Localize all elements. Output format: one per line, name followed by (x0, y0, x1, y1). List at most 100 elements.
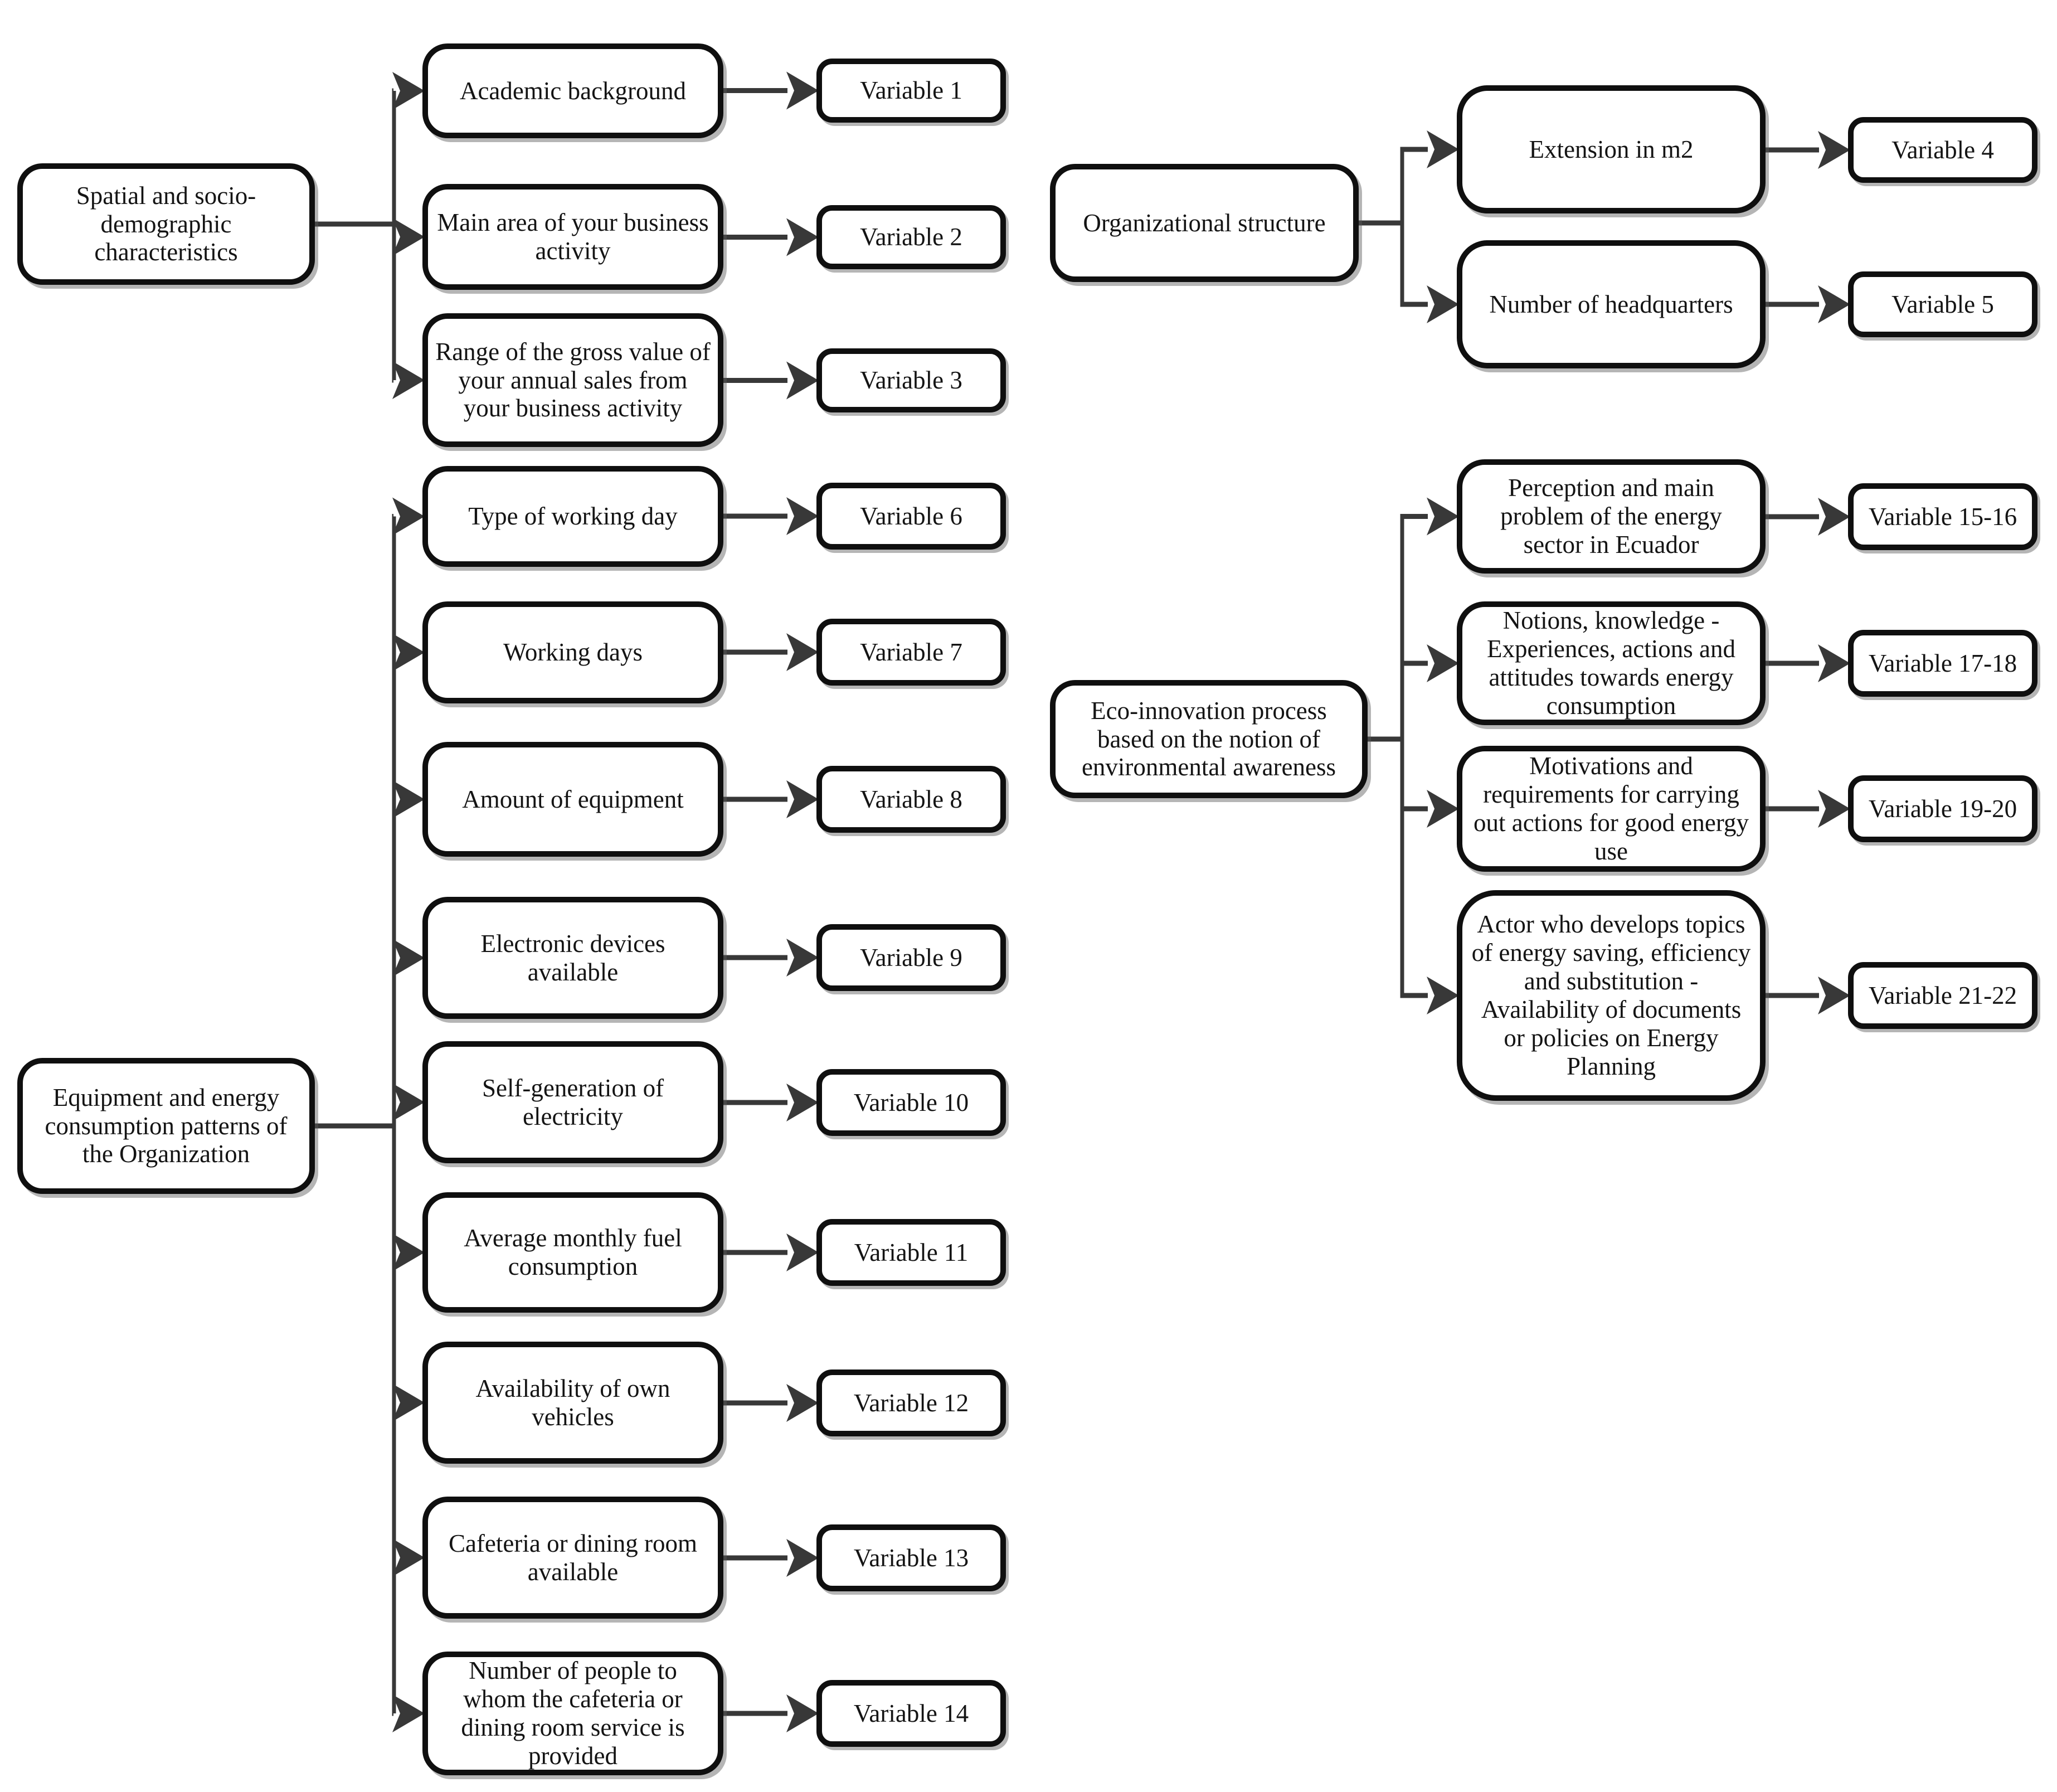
arrowhead-icon (786, 361, 819, 400)
subcategory-box-label: Number of people to whom the cafeteria o… (461, 1657, 685, 1770)
subcategory-box-label: Availability of own vehicles (475, 1374, 670, 1431)
variable-box-variable-9: Variable 9 (816, 924, 1006, 991)
variable-box-variable-8: Variable 8 (816, 766, 1006, 833)
arrowhead-icon (786, 1084, 819, 1121)
variable-box-variable-12: Variable 12 (816, 1370, 1006, 1436)
category-box-label: Eco-innovation process based on the noti… (1081, 696, 1336, 781)
subcategory-box-number-of-people-to: Number of people to whom the cafeteria o… (422, 1652, 723, 1775)
subcategory-box-electronic-devices-available: Electronic devices available (422, 897, 723, 1019)
variable-box-variable-6: Variable 6 (816, 483, 1006, 550)
category-box-label: Organizational structure (1083, 208, 1326, 237)
arrowhead-icon (392, 939, 425, 977)
arrowhead-icon (392, 1538, 425, 1577)
subcategory-box-label: Type of working day (468, 502, 678, 531)
variable-box-label: Variable 4 (1891, 135, 1994, 164)
subcategory-box-type-of-working-day: Type of working day (422, 466, 723, 567)
arrowhead-icon (1818, 285, 1850, 323)
variable-box-label: Variable 11 (854, 1238, 969, 1266)
subcategory-box-label: Perception and main problem of the energ… (1500, 474, 1722, 559)
variable-box-label: Variable 8 (860, 785, 962, 813)
variable-box-variable-17-18: Variable 17-18 (1848, 630, 2037, 697)
variable-box-variable-4: Variable 4 (1848, 117, 2037, 183)
arrowhead-icon (786, 633, 819, 671)
arrowhead-icon (392, 1383, 425, 1422)
subcategory-box-cafeteria-or-dining-room: Cafeteria or dining room available (422, 1497, 723, 1619)
subcategory-box-academic-background: Academic background (422, 43, 723, 138)
subcategory-box-main-area-of-your: Main area of your business activity (422, 184, 723, 290)
subcategory-box-label: Actor who develops topics of energy savi… (1471, 910, 1751, 1080)
variable-box-label: Variable 13 (853, 1543, 969, 1572)
variable-box-variable-10: Variable 10 (816, 1069, 1006, 1136)
arrowhead-icon (392, 1694, 425, 1732)
arrowhead-icon (392, 497, 425, 536)
subcategory-box-label: Range of the gross value of your annual … (435, 337, 711, 422)
subcategory-box-actor-who-develops-topics: Actor who develops topics of energy savi… (1457, 890, 1766, 1101)
subcategory-box-label: Electronic devices available (480, 929, 665, 986)
arrowhead-icon (1427, 977, 1459, 1014)
variable-box-label: Variable 5 (1891, 290, 1994, 318)
arrowhead-icon (1818, 644, 1850, 682)
subcategory-box-range-of-the-gross: Range of the gross value of your annual … (422, 313, 723, 447)
arrowhead-icon (392, 361, 425, 399)
variable-box-label: Variable 2 (860, 223, 962, 251)
arrowhead-icon (1818, 977, 1850, 1014)
subcategory-box-working-days: Working days (422, 601, 723, 703)
subcategory-box-label: Academic background (459, 76, 687, 105)
subcategory-box-label: Notions, knowledge - Experiences, action… (1486, 606, 1736, 720)
variable-box-variable-11: Variable 11 (816, 1219, 1006, 1286)
variable-box-variable-1: Variable 1 (816, 59, 1006, 123)
variable-box-label: Variable 7 (860, 638, 962, 666)
subcategory-box-amount-of-equipment: Amount of equipment (422, 742, 723, 857)
arrowhead-icon (786, 939, 819, 977)
variable-box-label: Variable 6 (860, 502, 962, 530)
arrowhead-icon (392, 633, 425, 672)
subcategory-box-label: Working days (503, 638, 643, 667)
variable-box-variable-21-22: Variable 21-22 (1848, 962, 2037, 1029)
arrowhead-icon (392, 218, 425, 256)
variable-box-variable-14: Variable 14 (816, 1680, 1006, 1747)
arrowhead-icon (392, 72, 425, 110)
subcategory-box-average-monthly-fuel-consumption: Average monthly fuel consumption (422, 1192, 723, 1313)
variable-box-variable-7: Variable 7 (816, 619, 1006, 686)
variable-box-variable-19-20: Variable 19-20 (1848, 775, 2037, 842)
arrowhead-icon (1427, 285, 1459, 323)
arrowhead-icon (1818, 131, 1850, 169)
arrowhead-icon (1427, 790, 1459, 828)
variable-box-label: Variable 10 (853, 1088, 969, 1116)
subcategory-box-notions-knowledge-experiences-actions: Notions, knowledge - Experiences, action… (1457, 601, 1766, 725)
subcategory-box-motivations-and-requirements-for: Motivations and requirements for carryin… (1457, 746, 1766, 872)
arrowhead-icon (392, 1233, 425, 1271)
category-box-label: Spatial and socio-demographic characteri… (76, 181, 256, 266)
category-box-organizational-structure: Organizational structure (1050, 164, 1359, 282)
arrowhead-icon (786, 497, 819, 535)
variable-box-label: Variable 9 (860, 943, 962, 972)
variable-box-label: Variable 12 (853, 1388, 969, 1417)
variable-box-variable-15-16: Variable 15-16 (1848, 483, 2037, 550)
category-box-label: Equipment and energy consumption pattern… (45, 1083, 288, 1168)
category-box-equipment-and-energy-consumption: Equipment and energy consumption pattern… (17, 1058, 315, 1194)
subcategory-box-label: Main area of your business activity (437, 208, 709, 265)
subcategory-box-availability-of-own-vehicles: Availability of own vehicles (422, 1342, 723, 1464)
arrowhead-icon (1818, 498, 1850, 536)
subcategory-box-number-of-headquarters: Number of headquarters (1457, 240, 1766, 368)
subcategory-box-self-generation-of-electricity: Self-generation of electricity (422, 1041, 723, 1163)
arrowhead-icon (786, 780, 819, 818)
arrowhead-icon (786, 1694, 819, 1732)
variable-box-label: Variable 21-22 (1868, 981, 2017, 1009)
variable-box-variable-5: Variable 5 (1848, 271, 2037, 337)
arrowhead-icon (1427, 497, 1459, 536)
arrowhead-icon (786, 71, 819, 110)
variable-box-label: Variable 17-18 (1868, 649, 2017, 677)
arrowhead-icon (392, 780, 425, 818)
subcategory-box-label: Extension in m2 (1529, 135, 1694, 163)
variable-box-label: Variable 1 (860, 76, 962, 105)
variable-box-label: Variable 15-16 (1868, 502, 2017, 531)
subcategory-box-label: Self-generation of electricity (482, 1074, 664, 1130)
category-box-eco-innovation-process-based: Eco-innovation process based on the noti… (1050, 680, 1368, 798)
arrowhead-icon (392, 1083, 425, 1121)
arrowhead-icon (786, 218, 819, 256)
subcategory-box-label: Number of headquarters (1489, 290, 1733, 318)
category-box-spatial-and-socio-demographic: Spatial and socio-demographic characteri… (17, 163, 315, 285)
